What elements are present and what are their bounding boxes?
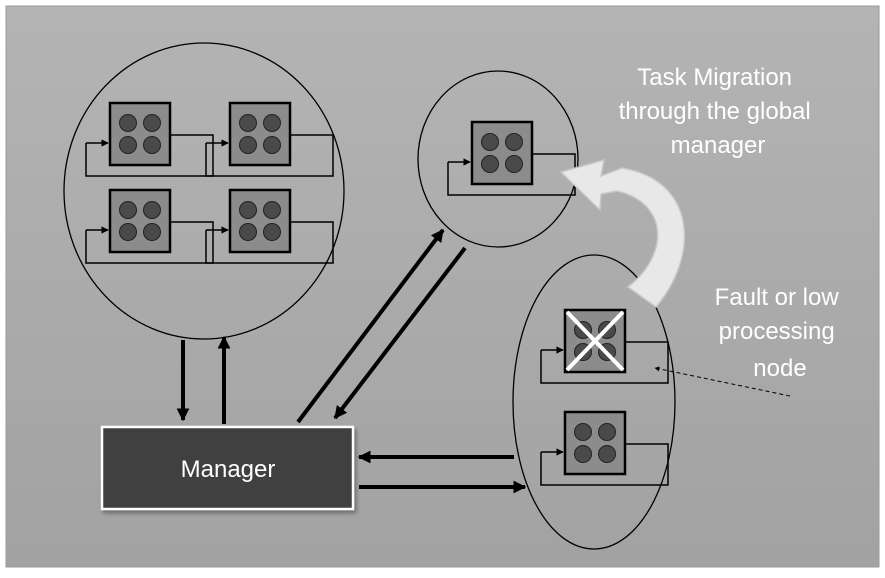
large-node-1-core-2 bbox=[143, 114, 161, 132]
top-right-node-1-loop bbox=[447, 153, 576, 196]
fault-label-line-2: processing bbox=[719, 318, 835, 345]
large-node-4-chip bbox=[228, 188, 292, 254]
large-node-3 bbox=[85, 188, 214, 264]
top-right-node-1-core-2 bbox=[505, 133, 523, 151]
top-right-node-1-core-3 bbox=[481, 155, 499, 173]
cluster-bottom-right-boundary bbox=[512, 254, 676, 550]
fault-label-line-1: Fault or low bbox=[715, 284, 840, 311]
bottom-right-node-2-core-2 bbox=[598, 423, 616, 441]
top-right-node-1-core-4 bbox=[505, 155, 523, 173]
large-node-2 bbox=[205, 101, 334, 177]
top-right-node-1-chip bbox=[470, 120, 534, 186]
large-node-4-core-4 bbox=[263, 223, 281, 241]
large-node-2-core-2 bbox=[263, 114, 281, 132]
large-node-4-core-2 bbox=[263, 201, 281, 219]
large-node-1 bbox=[85, 101, 214, 177]
manager-box bbox=[100, 425, 355, 511]
large-node-1-chip bbox=[108, 101, 172, 167]
large-node-3-core-3 bbox=[119, 223, 137, 241]
bottom-right-node-2-core-4 bbox=[598, 445, 616, 463]
large-node-3-core-4 bbox=[143, 223, 161, 241]
arrow-manager-to-topright bbox=[296, 228, 445, 424]
migration-label-line-1: Task Migration bbox=[637, 64, 792, 91]
large-node-3-core-2 bbox=[143, 201, 161, 219]
migration-label: Task Migration through the global manage… bbox=[619, 64, 818, 159]
fault-pointer-arrow bbox=[654, 366, 791, 397]
large-node-2-core-1 bbox=[239, 114, 257, 132]
large-node-2-core-3 bbox=[239, 136, 257, 154]
migration-label-line-2: through the global bbox=[619, 98, 811, 125]
arrow-topright-to-manager bbox=[333, 246, 467, 420]
large-node-1-core-3 bbox=[119, 136, 137, 154]
cluster-large-boundary bbox=[63, 42, 345, 340]
arrows-manager-bottomright bbox=[357, 450, 527, 494]
large-node-4 bbox=[205, 188, 334, 264]
migration-label-line-3: manager bbox=[671, 132, 766, 159]
bottom-right-node-1 bbox=[540, 308, 669, 384]
manager-node: Manager bbox=[100, 425, 355, 511]
large-node-1-core-1 bbox=[119, 114, 137, 132]
top-right-node-1-core-1 bbox=[481, 133, 499, 151]
manager-label: Manager bbox=[181, 456, 276, 483]
cluster-top-right-boundary bbox=[417, 70, 579, 248]
bottom-right-node-2-core-1 bbox=[574, 423, 592, 441]
top-right-node-1 bbox=[447, 120, 576, 196]
bottom-right-node-2 bbox=[540, 410, 669, 486]
large-node-3-chip bbox=[108, 188, 172, 254]
bottom-right-node-1-loop bbox=[540, 341, 669, 384]
large-node-2-loop bbox=[205, 134, 334, 177]
task-migration-arrow bbox=[559, 158, 686, 309]
bottom-right-node-2-core-3 bbox=[574, 445, 592, 463]
large-node-2-core-4 bbox=[263, 136, 281, 154]
large-node-4-core-1 bbox=[239, 201, 257, 219]
arrows-large-manager bbox=[176, 335, 231, 424]
large-node-3-core-1 bbox=[119, 201, 137, 219]
task-migration-arrow-shape bbox=[559, 158, 686, 309]
cluster-bottom-right bbox=[512, 254, 676, 550]
bottom-right-node-2-loop bbox=[540, 443, 669, 486]
bottom-right-node-1-fault-mark-b bbox=[565, 310, 625, 372]
arrows-manager-topright bbox=[296, 228, 467, 424]
cluster-large bbox=[63, 42, 345, 340]
fault-label: Fault or low processing node bbox=[715, 284, 846, 382]
large-node-4-loop bbox=[205, 221, 334, 264]
fault-label-line-3: node bbox=[753, 355, 806, 382]
cluster-top-right bbox=[417, 70, 579, 248]
large-node-1-core-4 bbox=[143, 136, 161, 154]
bottom-right-node-2-chip bbox=[563, 410, 627, 476]
large-node-4-core-3 bbox=[239, 223, 257, 241]
large-node-2-chip bbox=[228, 101, 292, 167]
